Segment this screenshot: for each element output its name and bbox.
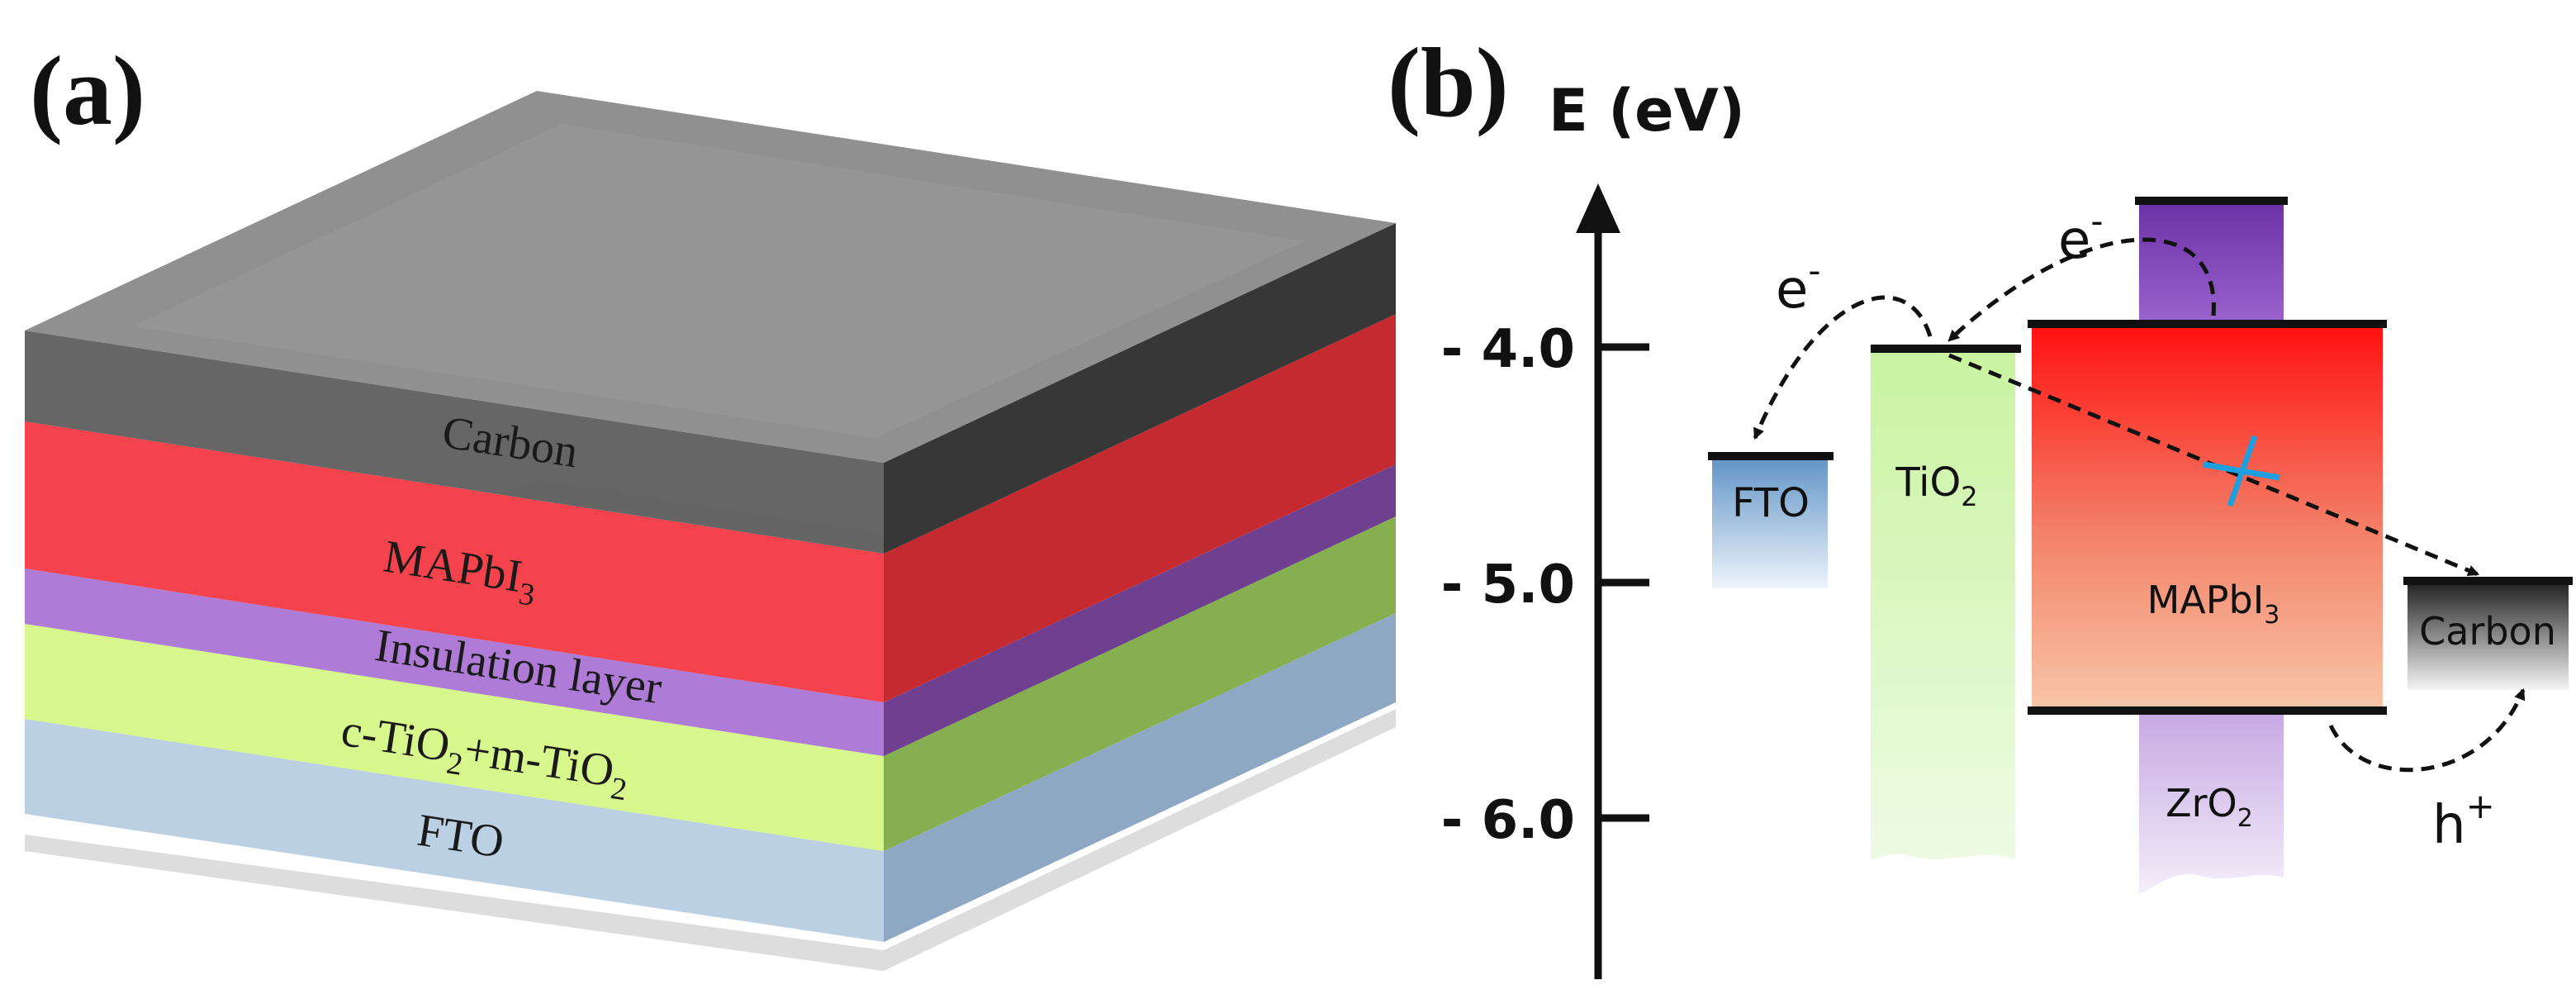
band-label-tio2: TiO2 <box>1895 459 1977 512</box>
band-tio2: TiO2 <box>1871 345 2021 859</box>
arrow-hole-to-carbon <box>2328 687 2526 773</box>
layer-tio2 <box>25 516 1396 851</box>
charge-label-electron-1: e- <box>1776 250 1821 321</box>
blocked-cross-icon <box>2203 435 2280 507</box>
charge-label-electron-2: e- <box>2058 201 2104 271</box>
band-label-mapbi3: MAPbI3 <box>2147 578 2280 630</box>
band-label-zro2: ZrO2 <box>2166 781 2253 833</box>
energy-tick-label: - 4.0 <box>1441 319 1575 380</box>
panel-b: (b) E (eV) - 4.0 - 5.0 - 6.0 FTO TiO2 ZrO2 <box>1388 27 2573 979</box>
axis-label-energy: E (eV) <box>1549 77 1745 145</box>
panel-b-label: (b) <box>1388 27 1509 137</box>
arrow-electron-perovskite-to-tio2 <box>1947 237 2216 342</box>
arrow-electron-tio2-to-fto <box>1753 295 1933 440</box>
stack-shadow <box>25 709 1396 971</box>
energy-tick-label: - 5.0 <box>1441 554 1575 616</box>
charge-label-hole: h+ <box>2432 786 2495 856</box>
band-carbon: Carbon <box>2403 577 2573 690</box>
band-label-fto: FTO <box>1732 480 1810 526</box>
energy-tick-label: - 6.0 <box>1441 790 1575 851</box>
band-fto: FTO <box>1708 452 1834 588</box>
panel-a: (a) Carb <box>25 36 1396 971</box>
layer-insulation <box>25 464 1396 756</box>
band-zro2: ZrO2 <box>2135 197 2288 894</box>
layer-mapbi3 <box>25 314 1396 702</box>
carbon-top-face <box>25 91 1396 463</box>
layer-carbon <box>25 91 1396 554</box>
band-label-carbon: Carbon <box>2419 609 2556 654</box>
energy-ticks: - 4.0 - 5.0 - 6.0 <box>1441 319 1649 851</box>
band-mapbi3: MAPbI3 <box>2028 320 2387 715</box>
panel-a-label: (a) <box>30 36 145 145</box>
energy-axis-arrowhead <box>1576 183 1620 233</box>
